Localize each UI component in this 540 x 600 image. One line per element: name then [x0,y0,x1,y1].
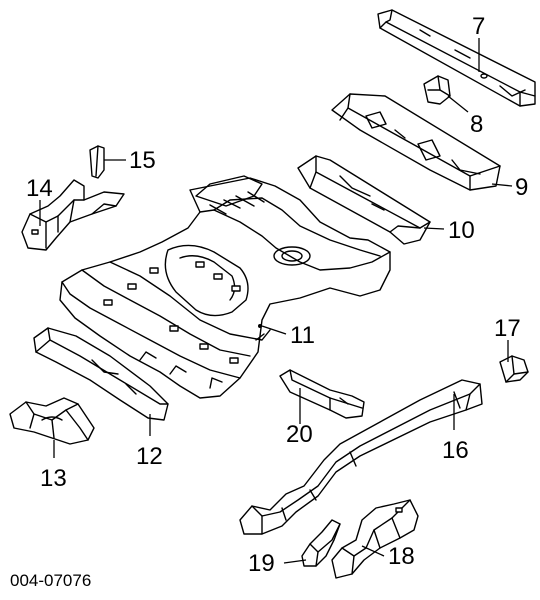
part-10-crossmember [297,155,431,245]
leader-11 [261,325,287,335]
callout-13: 13 [40,465,67,492]
callout-7: 7 [472,13,485,40]
callout-12: 12 [136,443,163,470]
callout-17: 17 [494,315,521,342]
callout-20: 20 [286,421,313,448]
callout-8: 8 [470,111,483,138]
callout-labels: 7 8 9 10 11 12 13 14 15 16 17 18 19 20 [26,13,528,577]
part-18-bracket [331,499,419,579]
callout-11: 11 [290,322,315,349]
part-16-side-rail [239,379,483,535]
part-13-bracket [9,397,95,445]
callout-9: 9 [515,174,528,201]
leader-9 [491,183,513,187]
part-12-sill [33,327,169,421]
part-14-bracket [21,179,125,251]
document-number: 004-07076 [10,571,91,590]
part-7-rear-crossmember [377,9,536,107]
leader-lines [39,38,513,564]
leader-19 [283,559,307,564]
leader-18 [361,545,385,557]
part-15-bracket [89,145,105,179]
callout-15: 15 [129,147,156,174]
callout-10: 10 [448,217,475,244]
callout-19: 19 [248,550,275,577]
part-17-bracket [499,355,529,383]
callout-14: 14 [26,175,53,202]
part-11-floor-pan [59,175,391,399]
leader-8 [447,95,469,113]
part-8-bracket [423,75,451,105]
part-9-floor-crossmember [331,93,501,191]
part-20-rail [279,369,365,419]
part-19-bracket [301,519,341,567]
leader-10 [423,227,445,230]
callout-18: 18 [388,543,415,570]
callout-16: 16 [442,437,469,464]
